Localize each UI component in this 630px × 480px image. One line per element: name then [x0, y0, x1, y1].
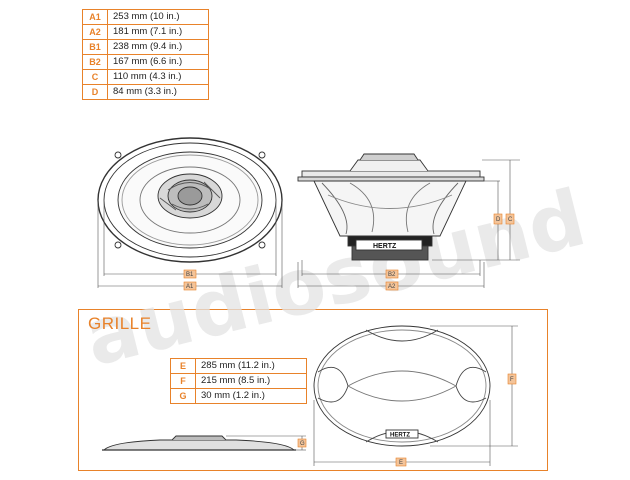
dimension-code: F	[170, 373, 196, 389]
speaker-front-view	[97, 137, 283, 263]
grille-side-view	[102, 435, 296, 451]
dimension-value: 238 mm (9.4 in.)	[107, 39, 209, 55]
dim-box-b1	[183, 269, 197, 279]
dimension-code: G	[170, 388, 196, 404]
grille-logo: HERTZ	[390, 433, 410, 439]
dim-box-d	[493, 213, 503, 225]
dimension-value: 253 mm (10 in.)	[107, 9, 209, 25]
dim-box-a1	[183, 281, 197, 291]
dim-label-a1: A1	[186, 284, 194, 290]
dim-box-b2	[385, 269, 399, 279]
speaker-side-view	[297, 153, 485, 261]
dimension-code: A2	[82, 24, 108, 40]
dimension-value: 181 mm (7.1 in.)	[107, 24, 209, 40]
dim-label-g: G	[300, 441, 305, 447]
dimension-value: 215 mm (8.5 in.)	[195, 373, 307, 389]
grille-front-view	[313, 325, 491, 447]
dimension-value: 84 mm (3.3 in.)	[107, 84, 209, 100]
dim-label-a2: A2	[388, 284, 396, 290]
dim-label-e: E	[399, 460, 403, 466]
dim-box-e	[395, 457, 407, 467]
grille-section-frame	[78, 309, 548, 471]
dim-label-c: C	[508, 217, 513, 223]
dimension-code: B1	[82, 39, 108, 55]
grille-title: GRILLE	[88, 314, 152, 333]
dimension-value: 167 mm (6.6 in.)	[107, 54, 209, 70]
dim-label-b2: B2	[388, 272, 396, 278]
dim-label-d: D	[496, 217, 501, 223]
dimension-code: B2	[82, 54, 108, 70]
dimension-code: C	[82, 69, 108, 85]
dimension-value: 110 mm (4.3 in.)	[107, 69, 209, 85]
dimension-value: 30 mm (1.2 in.)	[195, 388, 307, 404]
dimension-code: D	[82, 84, 108, 100]
dim-box-c	[505, 213, 515, 225]
dim-box-a2	[385, 281, 399, 291]
side-dimension-lines	[297, 159, 520, 288]
brand-logo: HERTZ	[373, 243, 397, 250]
dimension-code: A1	[82, 9, 108, 25]
dim-box-f	[507, 373, 517, 385]
dim-box-g	[297, 438, 307, 448]
dim-label-f: F	[510, 377, 514, 383]
dimension-value: 285 mm (11.2 in.)	[195, 358, 307, 374]
dim-label-b1: B1	[186, 272, 194, 278]
dimension-code: E	[170, 358, 196, 374]
